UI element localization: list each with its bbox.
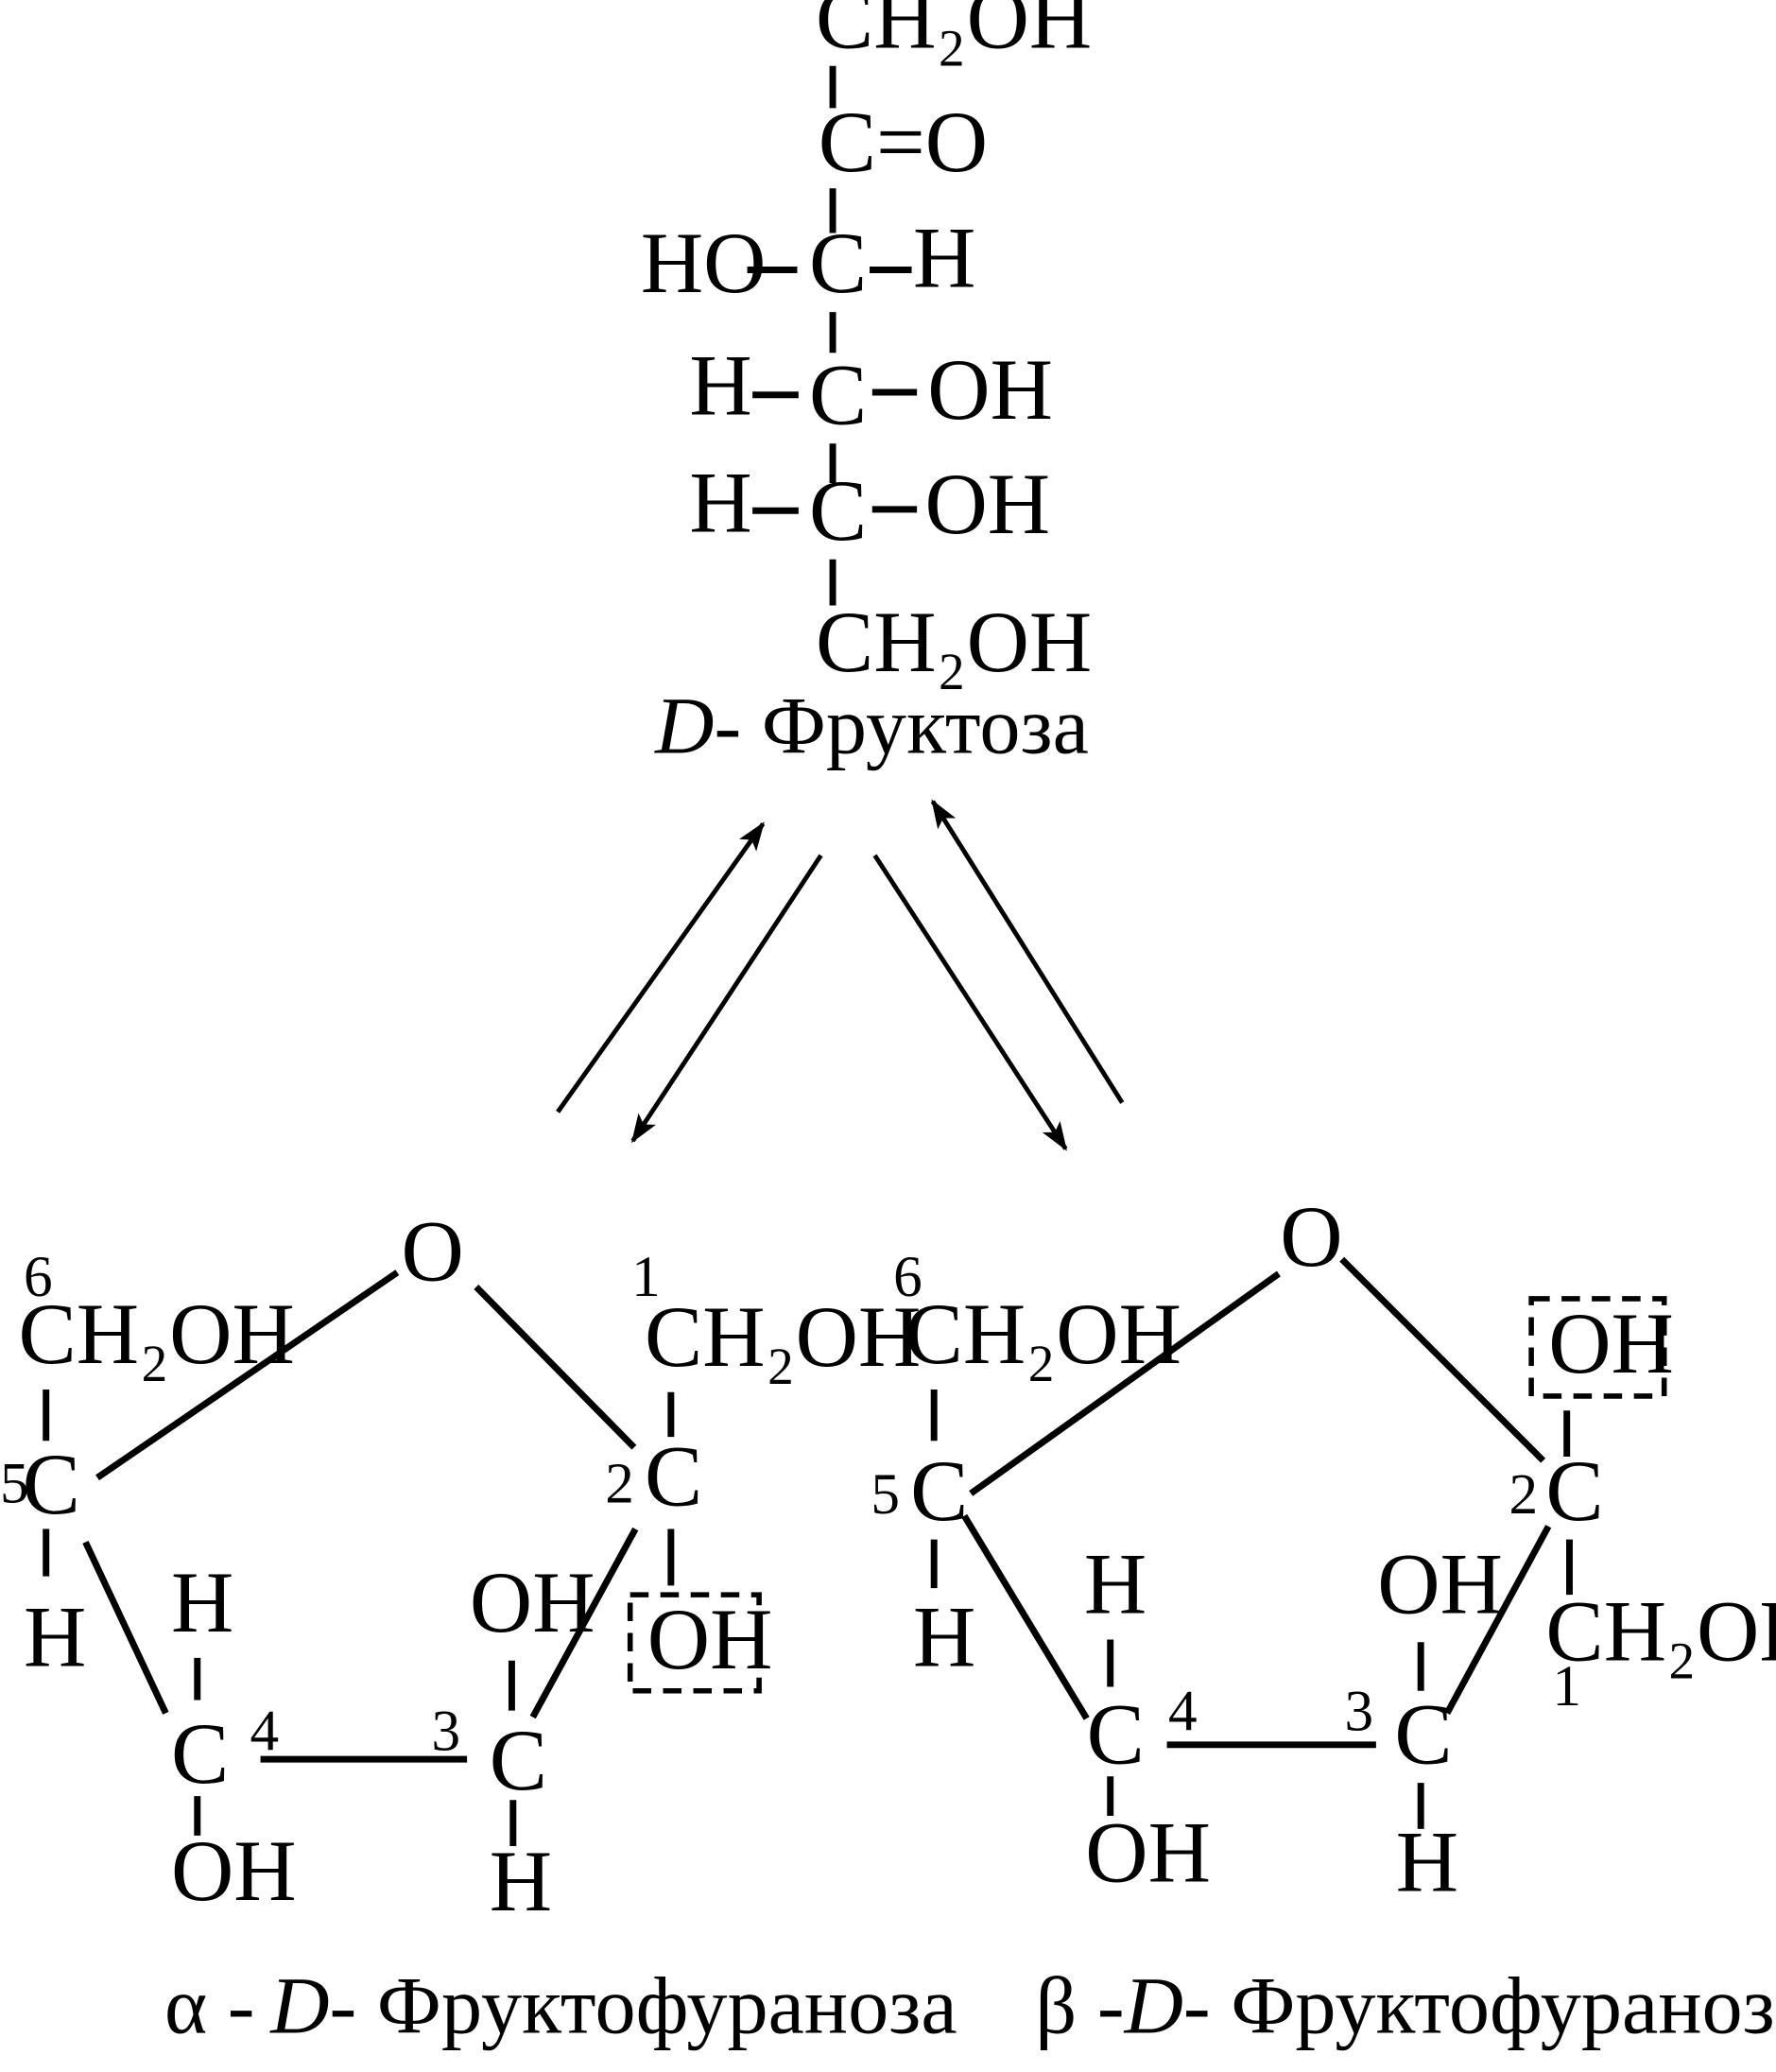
arrow-alpha-to-fructose xyxy=(556,821,766,1114)
beta-c2-carbon: C xyxy=(1545,1442,1603,1539)
alpha-caption-name: - Фруктофураноза xyxy=(330,1960,957,2051)
equilibrium-arrows xyxy=(556,799,1125,1151)
beta-locant-5: 5 xyxy=(871,1462,900,1527)
beta-ring-oxygen: O xyxy=(1280,1188,1342,1285)
alpha-locant-2: 2 xyxy=(605,1452,634,1516)
fructose-c4-oh: OH xyxy=(927,341,1053,438)
beta-c6-ch2oh: CH₂OH xyxy=(905,1286,1181,1382)
alpha-c2-carbon: C xyxy=(645,1427,702,1524)
fructose-c4-carbon: C xyxy=(809,346,867,442)
arrow-fructose-to-alpha xyxy=(630,854,823,1144)
alpha-locant-5: 5 xyxy=(0,1452,29,1516)
alpha-c2-oh: OH xyxy=(647,1591,773,1687)
alpha-bond-o-c2 xyxy=(474,1284,637,1450)
beta-caption-greek: β - xyxy=(1035,1960,1124,2051)
fructose-c2-carbonyl: C=O xyxy=(819,94,988,190)
fructose-c4-h: H xyxy=(689,337,751,434)
fructose-c3-ho: HO xyxy=(641,215,767,311)
beta-bond-c5-c4 xyxy=(961,1513,1090,1720)
alpha-locant-1: 1 xyxy=(631,1245,661,1309)
beta-locant-6: 6 xyxy=(893,1245,922,1309)
alpha-c4-oh: OH xyxy=(171,1822,297,1919)
alpha-c5-h: H xyxy=(24,1588,86,1684)
fructose-c3-h: H xyxy=(913,210,975,306)
beta-c4-oh: OH xyxy=(1085,1804,1211,1901)
beta-c3-h: H xyxy=(1396,1813,1458,1909)
fructose-c6-ch2oh: CH₂OH xyxy=(816,594,1092,690)
alpha-anomeric-oh-highlight xyxy=(627,1592,762,1694)
fructose-c5-oh: OH xyxy=(924,456,1050,552)
beta-caption: β -D- Фруктофураноза xyxy=(1035,1960,1776,2051)
fructose-c3-carbon: C xyxy=(809,215,867,311)
beta-locant-4: 4 xyxy=(1168,1679,1198,1743)
beta-caption-name: - Фруктофураноза xyxy=(1183,1960,1776,2051)
alpha-c3-h: H xyxy=(490,1833,552,1929)
beta-c3-carbon: C xyxy=(1394,1685,1452,1782)
beta-caption-d: D xyxy=(1124,1960,1183,2051)
alpha-bond-c5-o xyxy=(95,1269,400,1481)
beta-c5-carbon: C xyxy=(910,1442,968,1539)
beta-c5-h: H xyxy=(913,1588,975,1684)
alpha-bond-c3-c2 xyxy=(529,1527,639,1719)
beta-anomeric-oh-highlight xyxy=(1528,1296,1667,1399)
beta-c4-h: H xyxy=(1084,1536,1147,1632)
arrow-beta-to-fructose xyxy=(930,799,1125,1104)
alpha-caption-greek: α - xyxy=(164,1960,255,2051)
fructose-c1-ch2oh: CH₂OH xyxy=(816,0,1092,66)
alpha-bond-c5-c4 xyxy=(82,1540,169,1715)
alpha-locant-6: 6 xyxy=(24,1245,53,1309)
d-fructose-structure: CH₂OH C=O HO C H H C OH H C OH CH₂OH D- … xyxy=(641,0,1092,770)
beta-c1-ch2oh: CH₂OH xyxy=(1545,1583,1776,1680)
alpha-c4-h: H xyxy=(171,1554,233,1650)
arrow-fructose-to-beta xyxy=(872,854,1068,1151)
alpha-caption-d: D xyxy=(269,1960,329,2051)
beta-c4-carbon: C xyxy=(1087,1685,1145,1782)
alpha-c4-carbon: C xyxy=(171,1705,229,1802)
beta-locant-3: 3 xyxy=(1344,1679,1373,1743)
fructose-c5-carbon: C xyxy=(809,462,867,559)
alpha-locant-4: 4 xyxy=(250,1699,279,1763)
alpha-ring-oxygen: O xyxy=(402,1202,464,1299)
alpha-caption: α -D- Фруктофураноза xyxy=(164,1960,957,2051)
alpha-c6-ch2oh: CH₂OH xyxy=(18,1286,294,1382)
alpha-c1-ch2oh: CH₂OH xyxy=(645,1288,921,1385)
fructose-caption-name: - Фруктоза xyxy=(714,680,1088,770)
beta-c3-oh: OH xyxy=(1377,1536,1503,1632)
fructose-caption: D- Фруктоза xyxy=(654,680,1089,770)
beta-c2-oh: OH xyxy=(1548,1295,1674,1391)
beta-d-fructofuranose-structure: O 6 CH₂OH 5 C H H C 4 OH OH 3 C H OH 2 C… xyxy=(871,1188,1776,2050)
alpha-c3-carbon: C xyxy=(490,1712,547,1808)
beta-bond-c3-c2 xyxy=(1443,1525,1552,1716)
beta-locant-2: 2 xyxy=(1509,1462,1538,1527)
alpha-d-fructofuranose-structure: O 6 CH₂OH 5 C H H C 4 OH OH 3 C H 1 CH₂O… xyxy=(0,1202,957,2050)
beta-locant-1: 1 xyxy=(1552,1654,1581,1718)
alpha-locant-3: 3 xyxy=(432,1699,461,1763)
fructose-caption-d: D xyxy=(654,680,714,770)
beta-bond-o-c2 xyxy=(1339,1256,1546,1463)
fructose-c5-h: H xyxy=(689,455,751,551)
beta-bond-c5-o xyxy=(969,1270,1281,1496)
alpha-c5-carbon: C xyxy=(23,1436,80,1532)
